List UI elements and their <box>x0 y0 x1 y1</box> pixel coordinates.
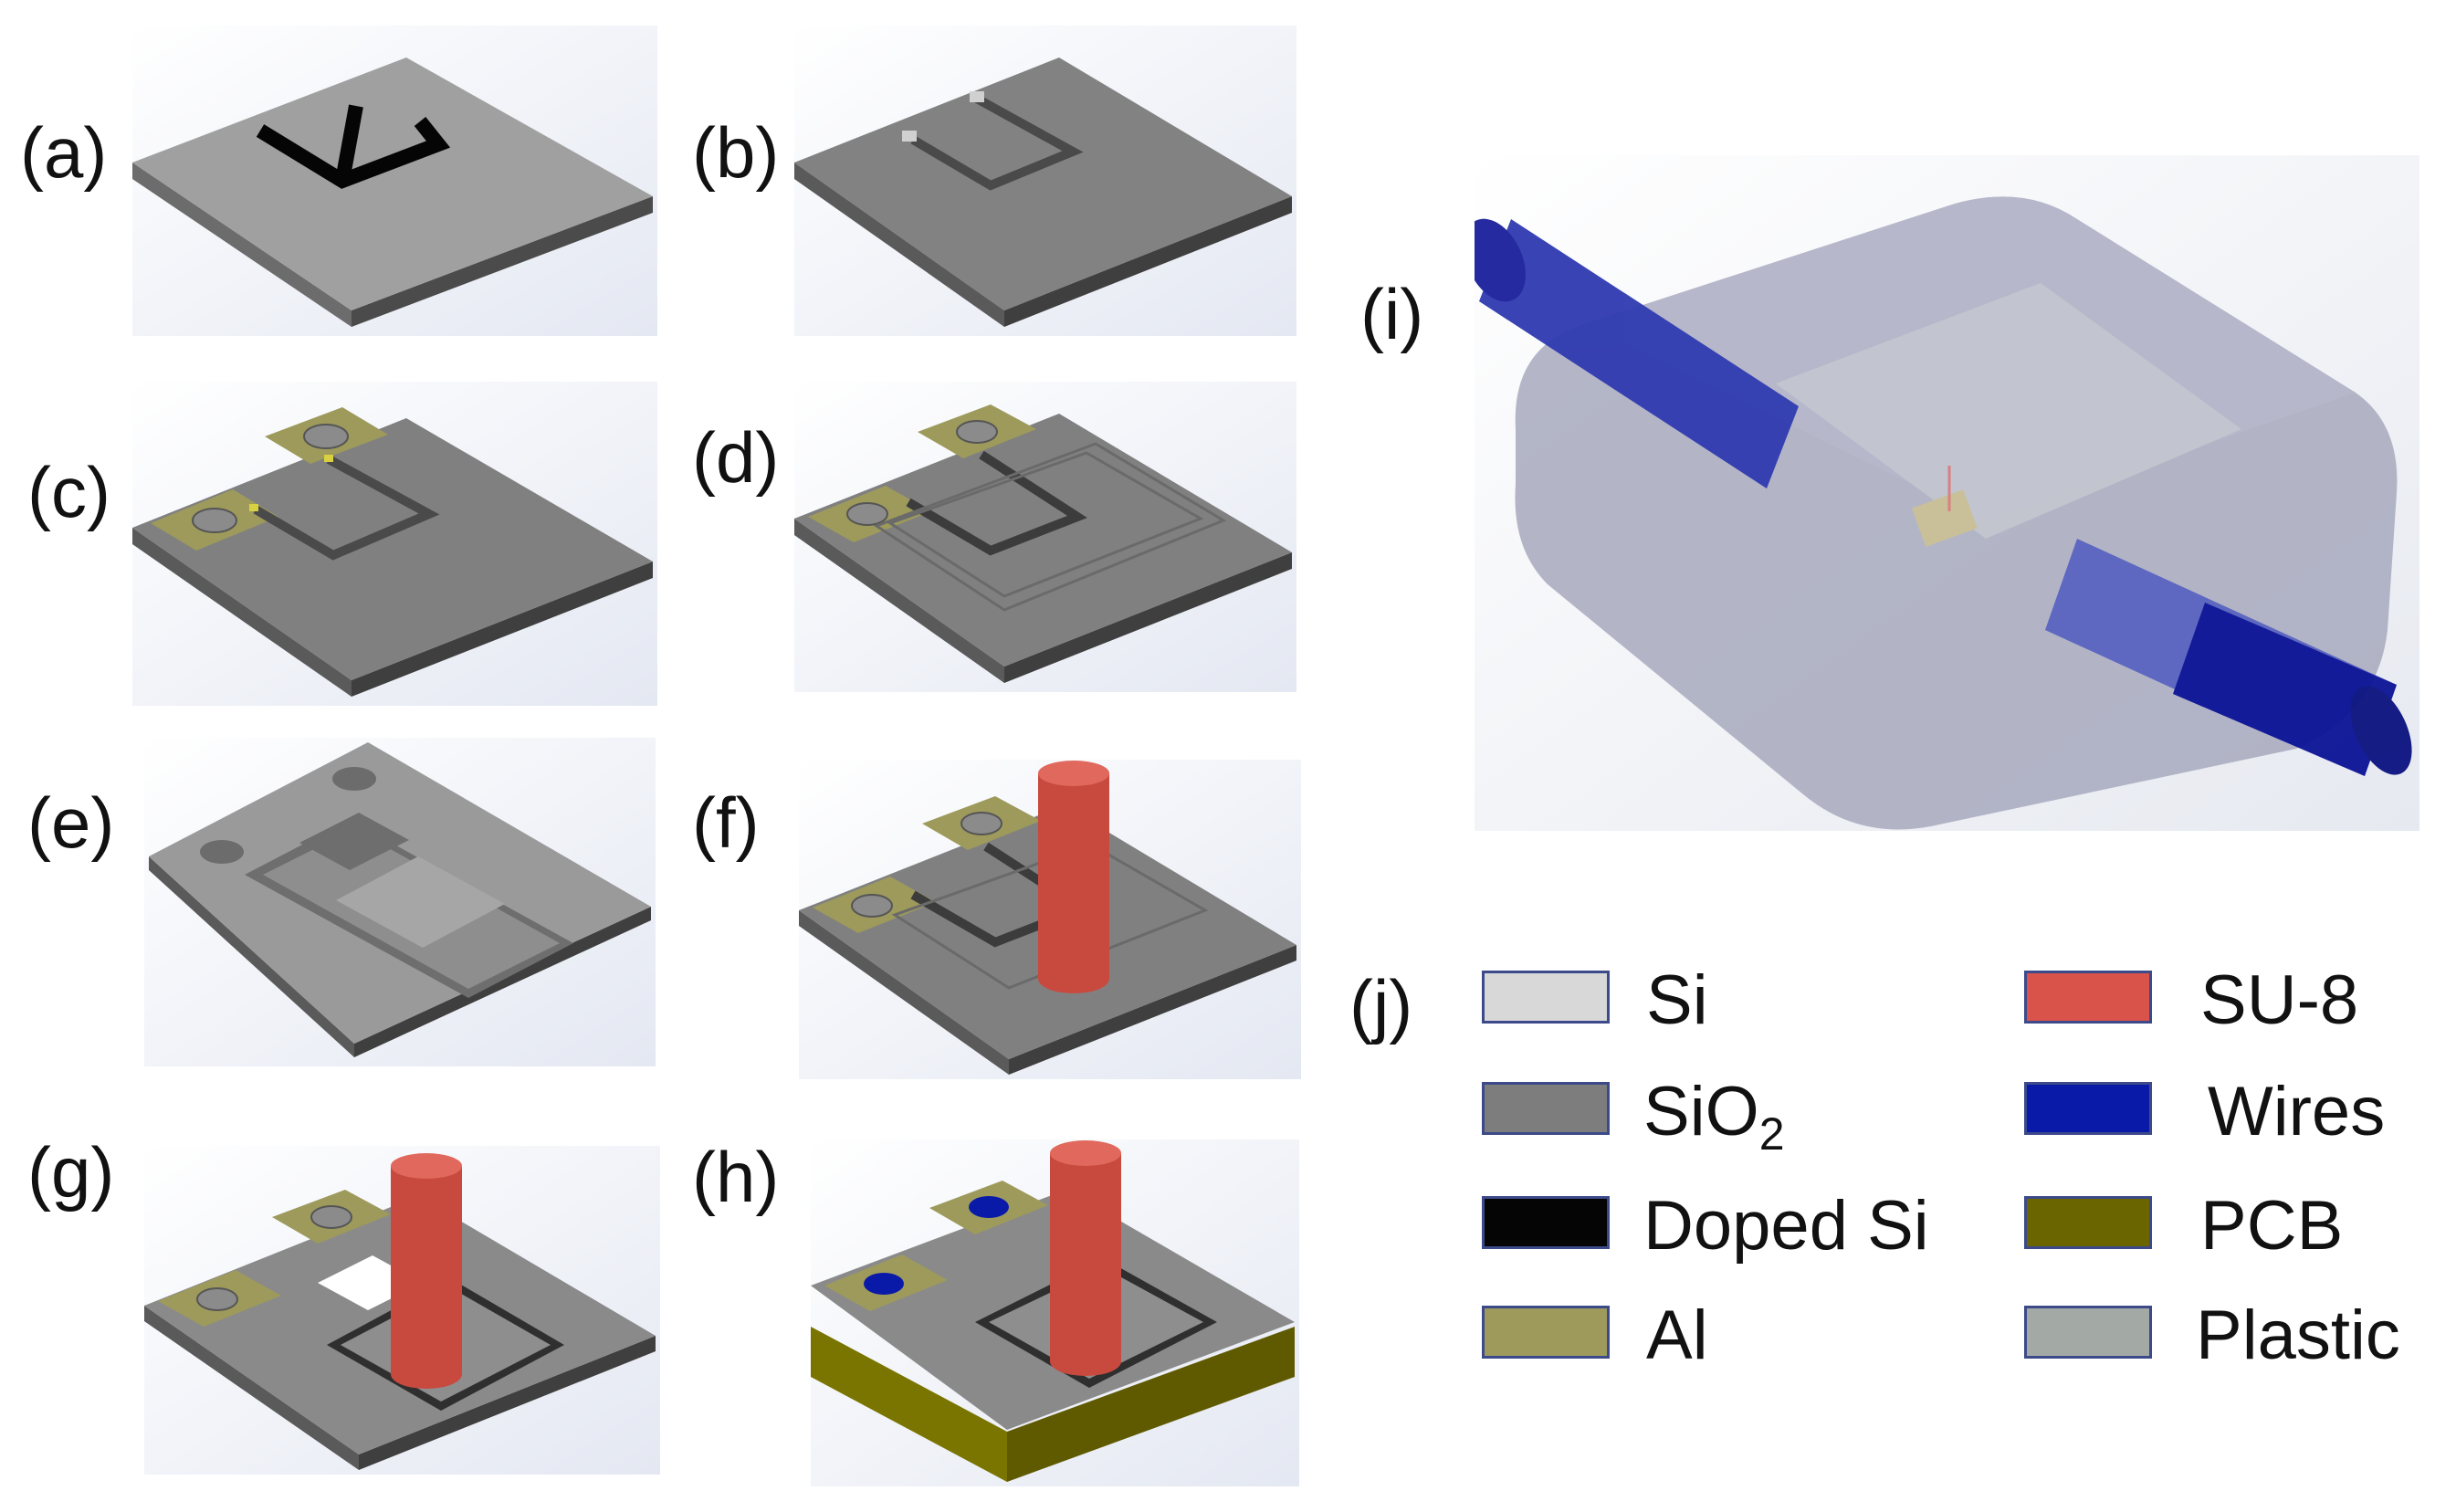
legend-label-si: Si <box>1646 961 1708 1039</box>
panel-d-image <box>794 382 1296 692</box>
panel-label-e: (e) <box>27 782 115 863</box>
panel-label-a: (a) <box>20 112 108 193</box>
panel-c-image <box>132 382 657 706</box>
panel-f-image <box>799 760 1301 1079</box>
panel-h-image <box>811 1139 1299 1486</box>
panel-label-f: (f) <box>692 782 760 863</box>
panel-label-g: (g) <box>27 1132 115 1213</box>
panel-i-image <box>1475 155 2419 831</box>
legend-swatch-sio2 <box>1482 1082 1610 1135</box>
legend-label-plastic: Plastic <box>2196 1297 2400 1374</box>
panel-label-h: (h) <box>692 1137 780 1217</box>
panel-label-c: (c) <box>27 452 110 532</box>
legend-label-su8: SU-8 <box>2200 961 2359 1039</box>
legend-label-sio2: SiO2 <box>1643 1073 1785 1160</box>
legend-swatch-al <box>1482 1306 1610 1359</box>
legend-swatch-si <box>1482 971 1610 1024</box>
legend-label-doped-si: Doped Si <box>1643 1187 1929 1265</box>
doped-si-u-shape <box>256 117 451 189</box>
legend-swatch-plastic <box>2024 1306 2152 1359</box>
panel-label-d: (d) <box>692 417 780 498</box>
legend-label-al: Al <box>1646 1297 1708 1374</box>
legend-label-wires: Wires <box>2208 1073 2386 1150</box>
panel-label-i: (i) <box>1360 274 1424 354</box>
legend-swatch-doped-si <box>1482 1196 1610 1249</box>
legend-swatch-su8 <box>2024 971 2152 1024</box>
panel-label-b: (b) <box>692 112 780 193</box>
legend-swatch-wires <box>2024 1082 2152 1135</box>
panel-a-image <box>132 26 657 336</box>
legend-label-pcb: PCB <box>2200 1187 2344 1265</box>
panel-label-j: (j) <box>1349 965 1413 1045</box>
wire-left <box>1475 218 1799 488</box>
wire-right <box>2045 539 2412 776</box>
su8-pillar <box>1038 773 1109 979</box>
legend-swatch-pcb <box>2024 1196 2152 1249</box>
panel-g-image <box>144 1146 660 1475</box>
panel-e-image <box>144 738 656 1066</box>
panel-b-image <box>794 26 1296 336</box>
